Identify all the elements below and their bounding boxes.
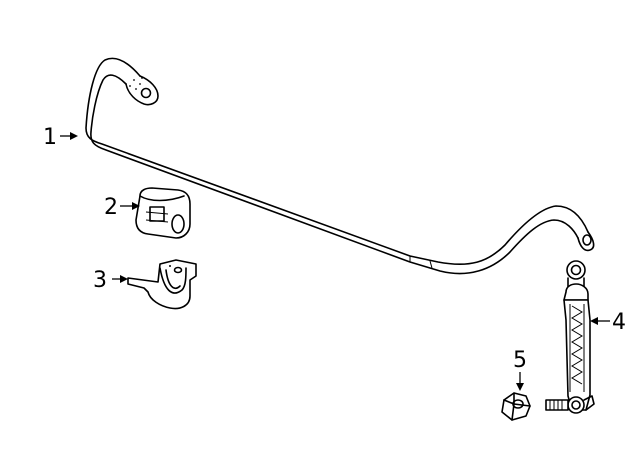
callout-4-label: 4: [612, 310, 626, 335]
nut: [501, 392, 531, 421]
stabilizer-link: [545, 260, 595, 414]
bushing: [135, 187, 191, 239]
callout-5-label: 5: [513, 348, 527, 373]
callout-1-label: 1: [43, 125, 57, 150]
stabilizer-bar: [85, 57, 595, 275]
callout-leaders: [60, 132, 610, 391]
bushing-bracket: [127, 259, 197, 310]
callout-3-label: 3: [93, 268, 107, 293]
callout-2-label: 2: [104, 195, 118, 220]
